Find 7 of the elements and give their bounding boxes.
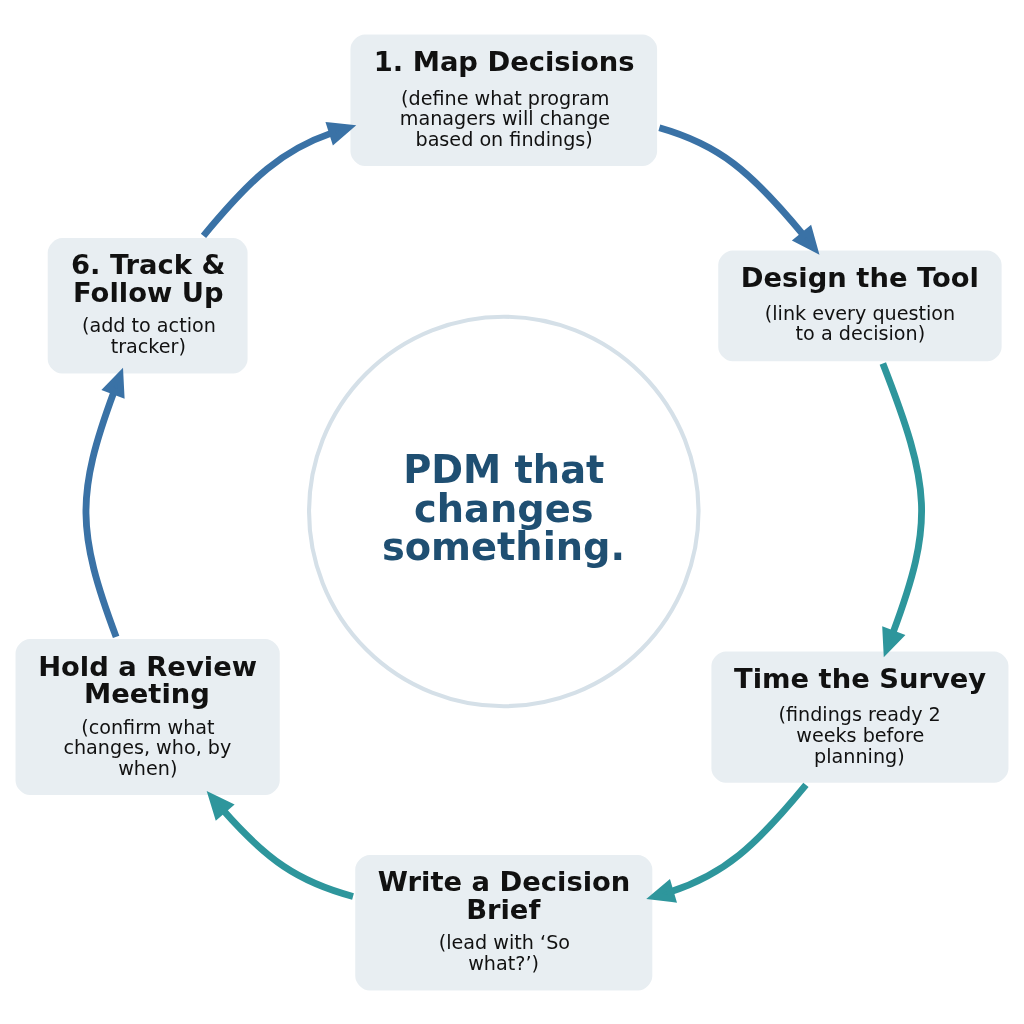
arrow <box>206 790 354 900</box>
arrow <box>658 124 820 255</box>
node-circle: PDM that changes something. <box>306 314 701 708</box>
arrow <box>646 782 809 903</box>
arrow <box>879 361 925 657</box>
arrow <box>200 121 357 238</box>
arrow <box>82 367 125 638</box>
